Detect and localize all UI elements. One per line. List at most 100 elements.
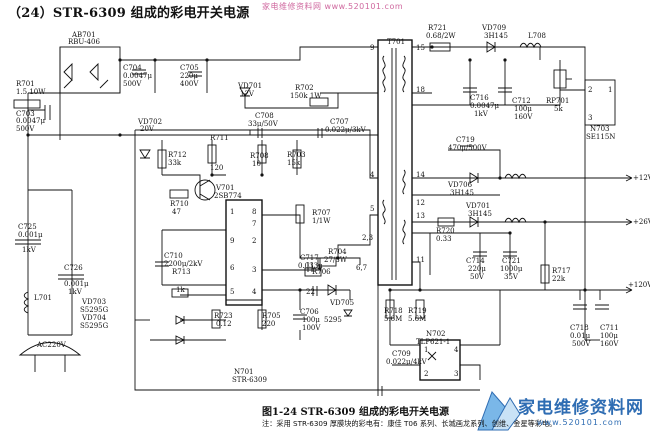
label-r718-val: 5.6M — [384, 315, 402, 323]
pin-12: 12 — [416, 199, 425, 207]
watermark-logo — [477, 391, 521, 431]
capacitor-c712 — [498, 87, 512, 93]
output-arrows — [625, 174, 633, 294]
label-r717-val: 22k — [552, 275, 566, 283]
label-r720-val: 0.33 — [436, 235, 452, 243]
label-c718-v: 500V — [572, 340, 591, 348]
ic-pin-7: 7 — [252, 220, 256, 228]
label-r704: R704 — [328, 248, 347, 256]
label-vd704-val: S5295G — [80, 322, 109, 330]
label-c721: C721 — [502, 257, 521, 265]
label-c725: C725 — [18, 223, 37, 231]
capacitor-c709 — [377, 386, 383, 396]
resistor-r718 — [385, 299, 395, 319]
ic-pin-5: 5 — [230, 288, 234, 296]
pin-4: 4 — [370, 171, 375, 179]
label-vd701b: VD701 — [465, 202, 490, 210]
zener-vd701 — [239, 87, 251, 97]
label-r719-val: 5.6M — [408, 315, 426, 323]
capacitor-c705 — [188, 71, 202, 77]
diode-vd703 — [175, 315, 186, 325]
label-c712-v: 160V — [514, 113, 533, 121]
label-r705: R705 — [262, 312, 281, 320]
label-r713-val: 1k — [176, 286, 185, 294]
label-out-26v: +26V — [633, 218, 650, 226]
label-r702: R702 — [295, 84, 314, 92]
label-c705: C705 — [180, 64, 199, 72]
ic-n701 — [225, 199, 263, 306]
pin-6-7: 6,7 — [356, 264, 367, 272]
resistor-r705 — [257, 309, 267, 329]
capacitor-c716 — [463, 87, 477, 93]
label-c721-v: 35V — [504, 273, 519, 281]
label-vd703-val: S5295G — [80, 306, 109, 314]
junctions — [26, 45, 587, 292]
site-header: 家电维修资料网 www.520101.com — [262, 2, 404, 11]
label-c726-v: 1kV — [68, 288, 83, 296]
label-vd701b-val: 3H145 — [468, 210, 492, 218]
label-r712: R712 — [168, 151, 187, 159]
label-c716: C716 — [470, 94, 489, 102]
capacitor-c703 — [44, 105, 51, 120]
label-vd704: VD704 — [81, 314, 107, 322]
label-c714: C714 — [466, 257, 485, 265]
n703-pin-3: 3 — [588, 114, 592, 122]
inductor-l-26v — [504, 217, 527, 224]
label-c708-val: 33μ/50V — [248, 120, 279, 128]
label-r707: R707 — [312, 209, 331, 217]
ic-pin-1: 1 — [230, 208, 234, 216]
label-c703-val: 0.0047μ — [16, 117, 45, 125]
label-r723-val: 0.12 — [216, 320, 232, 328]
optocoupler-n702 — [419, 339, 461, 381]
label-c710-val: 2200μ/2kV — [164, 260, 203, 268]
opt-pin-4: 4 — [454, 346, 459, 354]
label-n701-val: STR-6309 — [232, 376, 267, 384]
label-c719: C719 — [456, 136, 475, 144]
label-vd701-val: 12V — [240, 90, 255, 98]
resistor-r713 — [171, 288, 189, 298]
label-c716-v: 1kV — [474, 110, 489, 118]
watermark-text: 家电维修资料网 — [518, 398, 644, 418]
label-r718: R718 — [384, 307, 403, 315]
diode-vd701b — [469, 216, 479, 228]
label-c712-val: 100μ — [514, 105, 532, 113]
pin-9: 9 — [370, 44, 374, 52]
label-c719-val: 470μ/500V — [448, 144, 488, 152]
figure-note: 注：采用 STR-6309 厚膜块的彩电有：康佳 T06 系列、长城画龙系列、创… — [262, 419, 557, 428]
label-c714-val: 220μ — [468, 265, 486, 273]
resistor-r717 — [540, 264, 550, 284]
opt-pin-3: 3 — [454, 370, 458, 378]
inductor-l701 — [23, 291, 30, 314]
label-vd701: VD701 — [237, 82, 262, 90]
capacitor-c721 — [503, 251, 517, 257]
label-v701: V701 — [215, 184, 234, 192]
resistor-r708 — [257, 144, 267, 164]
label-c710: C710 — [164, 252, 183, 260]
capacitor-c710 — [155, 261, 169, 267]
label-c721-val: 1000μ — [500, 265, 523, 273]
label-r719: R719 — [408, 307, 427, 315]
capacitor-c711 — [595, 304, 609, 310]
capacitor-c719 — [460, 145, 474, 151]
label-c706-val: 100μ — [302, 316, 320, 324]
capacitor-c707 — [317, 128, 323, 138]
label-vd706-val: 3H145 — [450, 189, 474, 197]
label-vd709: VD709 — [481, 24, 506, 32]
ic-n703 — [584, 79, 616, 126]
watermark-url: www.520101.com — [537, 418, 623, 427]
label-c725-val: 0.001μ — [18, 231, 43, 239]
resistor-r701 — [13, 99, 41, 109]
label-n702-val: TLP621-1 — [416, 338, 450, 346]
label-ab701: AB701 — [71, 31, 96, 39]
label-out-120v: +120V — [628, 281, 650, 289]
label-r708: R708 — [250, 152, 269, 160]
label-c707-val: 0.022μ/3kV — [325, 126, 367, 134]
label-t701: T701 — [387, 38, 405, 46]
pin-18: 18 — [416, 86, 425, 94]
label-n703: N703 — [590, 125, 610, 133]
label-r711: R711 — [210, 134, 229, 142]
potentiometer-rp701 — [553, 69, 572, 89]
label-c718-val: 0.01μ — [570, 332, 591, 340]
bridge-rectifier-ab701 — [59, 46, 121, 94]
